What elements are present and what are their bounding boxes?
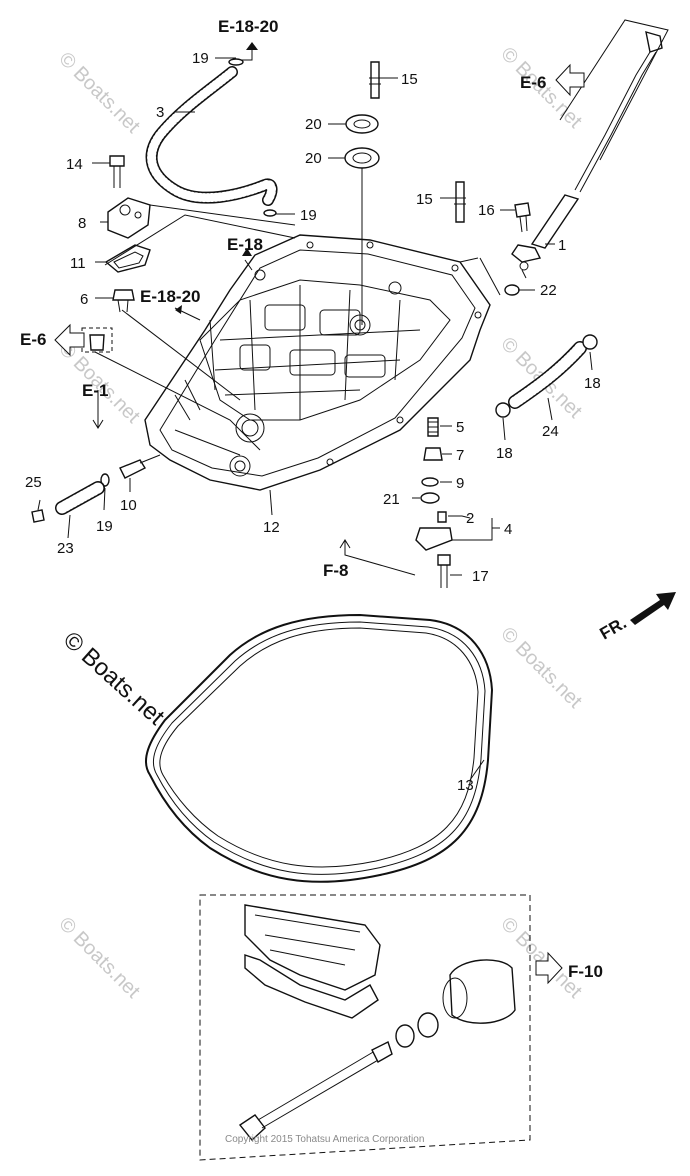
callout: 20 [305, 150, 322, 167]
ref-label: E-1 [82, 381, 108, 400]
clamp-part-19-mid [263, 209, 277, 217]
hose-part-24 [508, 341, 587, 409]
ref-arrow-f10 [535, 951, 563, 985]
leader-lines [37, 57, 593, 781]
callout: 5 [456, 419, 464, 436]
callout: 20 [305, 116, 322, 133]
callout: 1 [558, 237, 566, 254]
callout: 13 [457, 777, 474, 794]
o-ring-part-22 [504, 284, 520, 296]
ref-arrow-e6-top [555, 63, 585, 97]
bolt-part-17 [437, 554, 451, 588]
ref-label: F-10 [568, 962, 603, 981]
clamp-part-18-bottom [495, 402, 511, 418]
nut-part-7 [423, 447, 443, 461]
clip-part-25 [31, 509, 45, 523]
ref-label: E-18 [227, 235, 263, 254]
callout: 19 [96, 518, 113, 535]
washer-part-21 [420, 492, 440, 504]
callout: 10 [120, 497, 137, 514]
stud-part-15 [454, 181, 466, 223]
callout: 8 [78, 215, 86, 232]
callout: 24 [542, 423, 559, 440]
callout: 18 [584, 375, 601, 392]
callout: 21 [383, 491, 400, 508]
breather-cover-part-8 [107, 197, 151, 239]
fitting-part-10 [119, 454, 161, 479]
ref-arrow-e18 [242, 248, 252, 256]
callout: 19 [192, 50, 209, 67]
oil-seal-part-20-lower [344, 147, 380, 169]
ref-arrow-e6-left [54, 323, 85, 357]
ref-label: E-18-20 [218, 17, 278, 36]
washer-part-9 [421, 477, 439, 487]
clamp-part-19-top [228, 58, 244, 66]
callout: 2 [466, 510, 474, 527]
callout: 11 [70, 255, 86, 272]
watermark: © Boats.net [54, 48, 144, 138]
watermark: © Boats.net [496, 623, 586, 713]
callout-numbers: 19 3 15 20 20 14 15 16 8 19 1 11 22 6 18… [25, 50, 601, 794]
ref-arrow-e1820 [175, 305, 182, 314]
callout: 15 [401, 71, 418, 88]
callout: 3 [156, 104, 164, 121]
gasket-part-13 [145, 613, 494, 883]
filter-box [81, 327, 113, 353]
callout: 23 [57, 540, 74, 557]
stud-part-15-top [369, 61, 381, 99]
callout: 25 [25, 474, 42, 491]
callout: 14 [66, 156, 83, 173]
hose-part-23 [55, 481, 105, 515]
clamp-part-18-top [582, 334, 598, 350]
dipstick-part-1 [511, 19, 669, 279]
callout: 4 [504, 521, 512, 538]
callout: 19 [300, 207, 317, 224]
hose-part-3 [145, 66, 278, 206]
lower-assembly-box [199, 894, 531, 1161]
watermark: © Boats.net [54, 913, 144, 1003]
ref-label: E-6 [20, 330, 46, 349]
ref-label: E-6 [520, 73, 546, 92]
bolt-part-16 [514, 202, 531, 233]
callout: 12 [263, 519, 280, 536]
copyright-text: Copyright 2015 Tohatsu America Corporati… [225, 1134, 424, 1145]
ref-label: E-18-20 [140, 287, 200, 306]
callout: 18 [496, 445, 513, 462]
callout: 16 [478, 202, 495, 219]
plug-part-6 [112, 289, 135, 313]
watermark-dark: © Boats.net [58, 626, 170, 730]
callout: 22 [540, 282, 557, 299]
clamp-part-19-bottom [100, 473, 110, 487]
ref-arrow-e1820-top [246, 42, 258, 50]
callout: 9 [456, 475, 464, 492]
oil-seal-part-20-upper [345, 114, 379, 134]
reference-labels: E-18-20 E-6 E-18 E-18-20 E-6 E-1 F-8 F-1… [20, 17, 603, 981]
gasket-part-11 [104, 244, 151, 273]
front-label: FR. [597, 613, 630, 643]
callout: 15 [416, 191, 433, 208]
callout: 6 [80, 291, 88, 308]
bolt-part-14 [109, 155, 125, 188]
callout: 7 [456, 447, 464, 464]
spring-part-5 [427, 417, 439, 437]
front-arrow: FR. [597, 592, 676, 643]
ref-label: F-8 [323, 561, 349, 580]
valve-part-4 [415, 511, 453, 551]
engine-base-part-12 [144, 234, 491, 491]
callout: 17 [472, 568, 489, 585]
